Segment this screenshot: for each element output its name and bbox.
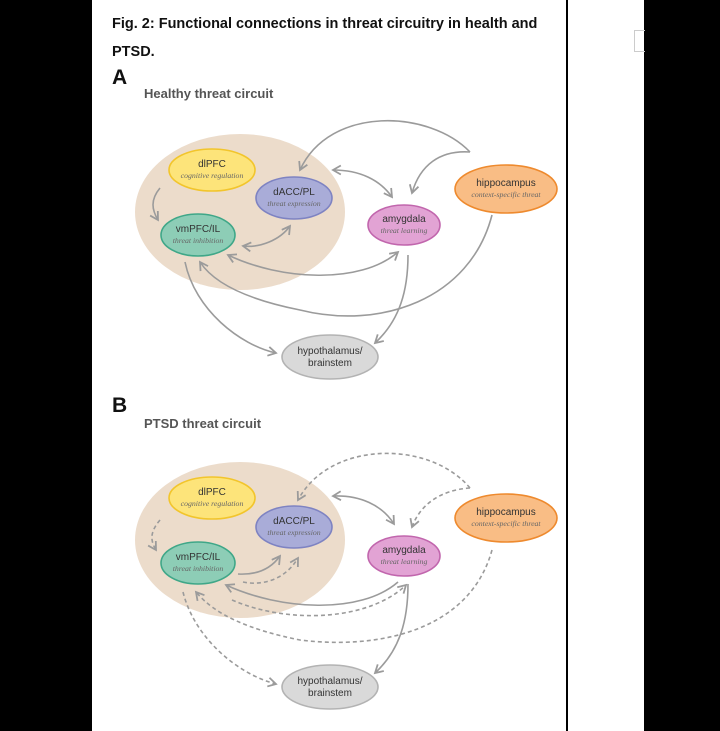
panel-b-node-vmpfc: vmPFC/IL threat inhibition: [160, 541, 236, 585]
panel-b-arrow-vmpfc-amygdala: [231, 583, 408, 617]
panel-b-arrow-dacc-vmpfc: [237, 554, 282, 575]
panel-a-dlpfc-label: dlPFC: [198, 159, 226, 170]
panel-b-arrow-hippocampus-dacc: [296, 452, 471, 502]
panel-b-dacc-label: dACC/PL: [273, 516, 315, 527]
panel-a-arrow-hippocampus-amygdala: [408, 151, 471, 195]
panel-b-hypothalamus-label: hypothalamus/: [297, 676, 362, 687]
panel-a-node-dlpfc: dlPFC cognitive regulation: [168, 148, 256, 192]
panel-b-node-hippocampus: hippocampus context-specific threat: [454, 493, 558, 543]
panel-a-arrow-dacc-amygdala: [331, 164, 394, 199]
panel-a-letter: A: [112, 66, 127, 89]
panel-a-arrows: [149, 120, 493, 357]
side-panel-box: [634, 30, 645, 52]
panel-b-arrow-dlpfc-vmpfc: [147, 519, 161, 552]
panel-a-node-amygdala: amygdala threat learning: [367, 204, 441, 246]
panel-b-arrow-amygdala-hypothalamus: [373, 583, 409, 675]
panel-b-arrow-dacc-amygdala: [331, 490, 395, 526]
panel-b-node-dlpfc: dlPFC cognitive regulation: [168, 476, 256, 520]
panel-b-arrows: [147, 452, 493, 688]
panel-a-dacc-sub: threat expression: [267, 199, 320, 208]
panel-a-hippocampus-sub: context-specific threat: [471, 190, 541, 199]
panel-a-dacc-label: dACC/PL: [273, 187, 315, 198]
panel-b-title: PTSD threat circuit: [144, 416, 262, 431]
panel-b-amygdala-sub: threat learning: [381, 557, 428, 566]
panel-b-vmpfc-label: vmPFC/IL: [176, 552, 221, 563]
panel-a-brainstem-label: brainstem: [308, 358, 352, 369]
panel-a-arrow-vmpfc-amygdala: [226, 250, 400, 277]
panel-a-node-hypothalamus: hypothalamus/ brainstem: [281, 334, 379, 380]
side-panel: [568, 0, 645, 731]
panel-b-letter: B: [112, 394, 127, 417]
figure-caption: Fig. 2: Functional connections in threat…: [112, 16, 538, 60]
panel-a-hippocampus-label: hippocampus: [476, 178, 535, 189]
panel-a-amygdala-label: amygdala: [382, 214, 426, 225]
panel-a-node-dacc: dACC/PL threat expression: [255, 176, 333, 220]
panel-a-dlpfc-sub: cognitive regulation: [181, 171, 244, 180]
panel-b-arrow-vmpfc-hypothalamus: [182, 591, 278, 688]
panel-b-arrow-vmpfc-dacc: [242, 556, 299, 584]
panel-a-arrow-hippocampus-vmpfc: [199, 214, 493, 317]
panel-a-title: Healthy threat circuit: [144, 86, 274, 101]
panel-a-arrow-vmpfc-hypothalamus: [184, 261, 278, 357]
panel-b: B PTSD threat circuit dlPFC cognitive re…: [112, 394, 558, 710]
panel-a-amygdala-sub: threat learning: [381, 226, 428, 235]
panel-a-node-vmpfc: vmPFC/IL threat inhibition: [160, 213, 236, 257]
panel-b-vmpfc-sub: threat inhibition: [173, 564, 224, 573]
panel-b-arrow-amygdala-vmpfc: [224, 581, 399, 607]
panel-b-hippocampus-label: hippocampus: [476, 507, 535, 518]
panel-a-arrow-vmpfc-dacc: [241, 224, 292, 253]
panel-b-node-hypothalamus: hypothalamus/ brainstem: [281, 664, 379, 710]
panel-b-hippocampus-sub: context-specific threat: [471, 519, 541, 528]
panel-a-arrow-amygdala-hypothalamus: [373, 254, 409, 345]
panel-a-vmpfc-sub: threat inhibition: [173, 236, 224, 245]
panel-a: A Healthy threat circuit dlPFC cognitive…: [112, 66, 558, 380]
panel-b-arrow-hippocampus-amygdala: [409, 487, 471, 529]
panel-b-brainstem-label: brainstem: [308, 688, 352, 699]
panel-b-dlpfc-label: dlPFC: [198, 487, 226, 498]
panel-b-amygdala-label: amygdala: [382, 545, 426, 556]
panel-a-vmpfc-label: vmPFC/IL: [176, 224, 221, 235]
panel-b-dlpfc-sub: cognitive regulation: [181, 499, 244, 508]
panel-a-arrow-hippocampus-dacc: [298, 120, 471, 172]
panel-a-hypothalamus-label: hypothalamus/: [297, 346, 362, 357]
panel-b-arrow-hippocampus-vmpfc: [194, 549, 493, 644]
panel-a-arrow-dlpfc-vmpfc: [149, 187, 161, 222]
panel-b-node-dacc: dACC/PL threat expression: [255, 505, 333, 549]
panel-b-dacc-sub: threat expression: [267, 528, 320, 537]
panel-b-node-amygdala: amygdala threat learning: [367, 535, 441, 577]
panel-a-node-hippocampus: hippocampus context-specific threat: [454, 164, 558, 214]
